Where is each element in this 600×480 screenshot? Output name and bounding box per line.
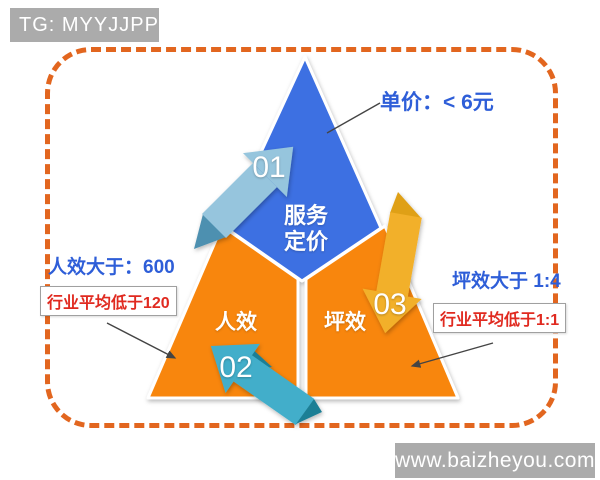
price-callout: 单价：< 6元 <box>380 91 494 114</box>
top-left-watermark-banner: TG: MYYJJPP <box>10 8 159 42</box>
price-leader-line <box>326 102 381 134</box>
step-03-number: 03 <box>373 288 407 321</box>
pyramid-left-label: 人效 <box>215 311 257 334</box>
right-value-callout: 坪效大于 1:4 <box>452 271 561 292</box>
bottom-right-watermark-banner: www.baizheyou.com <box>395 443 595 478</box>
step-01-arrow-icon <box>194 146 294 249</box>
left-leader-line <box>106 322 177 359</box>
pyramid-top-label: 服务 定价 <box>283 203 328 254</box>
right-industry-box: 行业平均低于1:1 <box>433 303 567 333</box>
step-03-arrow-icon <box>362 192 422 334</box>
step-02-arrow-icon <box>210 343 322 426</box>
dashed-border-frame <box>45 47 558 428</box>
left-value-callout: 人效大于：600 <box>48 257 175 278</box>
step-01-number: 01 <box>252 151 286 184</box>
left-industry-box: 行业平均低于120 <box>40 286 177 316</box>
pyramid-right-label: 坪效 <box>324 311 366 334</box>
step-02-number: 02 <box>219 351 253 384</box>
right-leader-line <box>410 342 494 368</box>
